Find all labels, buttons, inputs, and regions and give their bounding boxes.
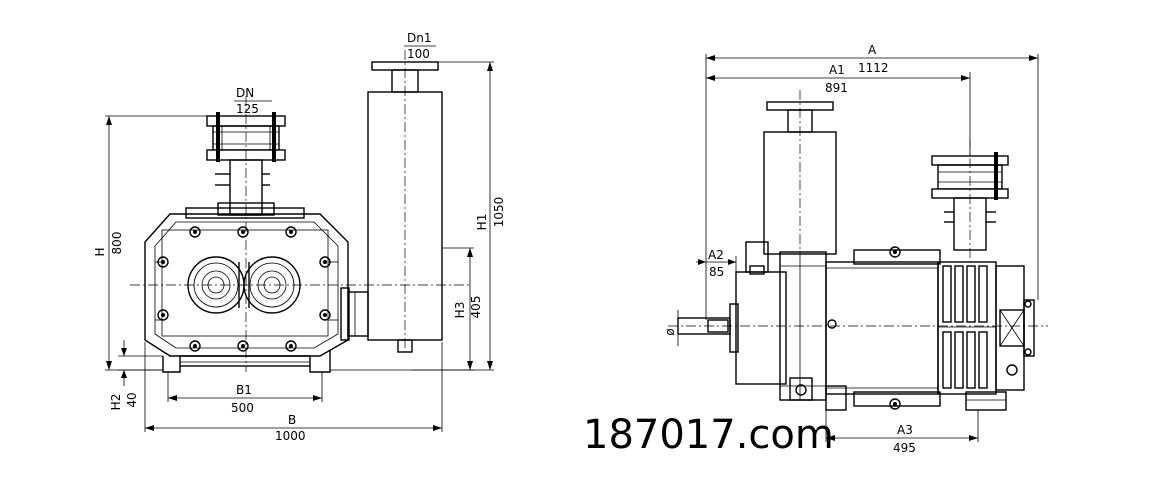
side-view: ø A 1112 A1 891 A2 85 <box>663 43 1048 455</box>
a1-label: A1 <box>829 63 845 77</box>
side-pump-body <box>825 246 941 410</box>
dn-value: 125 <box>236 102 259 116</box>
watermark-text: 187017.com <box>583 412 834 458</box>
h1-dimension: H1 1050 <box>412 61 506 371</box>
a3-value: 495 <box>893 441 916 455</box>
dn1-label: Dn1 <box>407 31 431 45</box>
h2-value: 40 <box>125 392 139 407</box>
h1-label: H1 <box>475 214 489 231</box>
dn1-value: 100 <box>407 47 430 61</box>
side-motor-housing <box>729 251 847 411</box>
h3-label: H3 <box>453 302 467 319</box>
h-dimension: H 800 <box>93 115 207 371</box>
b-value: 1000 <box>275 429 306 443</box>
h1-value: 1050 <box>492 197 506 228</box>
h-value: 800 <box>110 232 124 255</box>
inlet-pipe <box>215 159 275 216</box>
phi-label: ø <box>663 328 677 335</box>
side-cooling-fins <box>937 261 997 395</box>
h-label: H <box>93 247 107 256</box>
pump-body <box>144 207 349 373</box>
side-end-cover <box>995 265 1035 391</box>
exhaust-silencer <box>340 61 443 353</box>
h3-value: 405 <box>469 296 483 319</box>
a1-dimension: A1 891 <box>706 63 971 156</box>
b1-dimension: B1 500 <box>167 372 323 415</box>
a1-value: 891 <box>825 81 848 95</box>
side-exhaust-stack <box>763 101 837 255</box>
b1-value: 500 <box>231 401 254 415</box>
a-dimension: A 1112 <box>705 43 1039 320</box>
dn-label: DN <box>236 86 254 100</box>
a-value: 1112 <box>858 61 889 75</box>
a3-label: A3 <box>897 423 913 437</box>
b-dimension: B 1000 <box>144 342 443 443</box>
a-label: A <box>868 43 877 57</box>
h2-dimension: H2 40 <box>109 340 163 410</box>
b1-label: B1 <box>236 383 252 397</box>
front-view: DN 125 Dn1 100 H 800 H1 1050 <box>93 31 506 443</box>
a2-dimension: A2 85 <box>696 248 737 279</box>
a2-value: 85 <box>709 265 724 279</box>
h3-dimension: H3 405 <box>330 247 483 371</box>
a2-label: A2 <box>708 248 724 262</box>
b-label: B <box>288 413 296 427</box>
h2-label: H2 <box>109 394 123 411</box>
a3-dimension: A3 495 <box>825 410 979 455</box>
